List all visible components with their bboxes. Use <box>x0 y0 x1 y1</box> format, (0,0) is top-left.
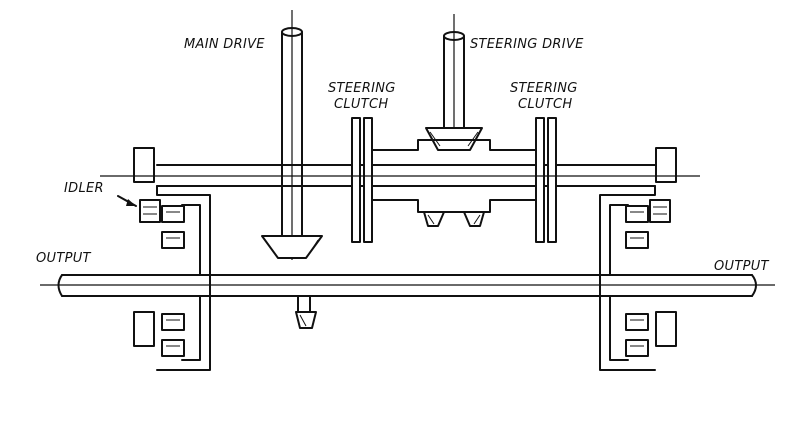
main-drive-shaft <box>261 10 323 260</box>
output-shaft <box>40 274 775 297</box>
main-drive-label: MAIN DRIVE <box>184 37 265 52</box>
idler-label: IDLER <box>64 181 104 196</box>
steering-drive-shaft <box>425 14 483 151</box>
right-planetary <box>599 185 671 371</box>
steering-clutch-left-label-1: STEERING <box>328 81 396 96</box>
output-right-label: OUTPUT <box>714 259 770 274</box>
steering-clutch-right-label-1: STEERING <box>510 81 578 96</box>
casing <box>133 147 677 347</box>
steering-cross-shaft <box>351 117 557 243</box>
steering-clutch-right-label-2: CLUTCH <box>518 97 572 112</box>
steering-clutch-left-label-2: CLUTCH <box>334 97 388 112</box>
output-left-label: OUTPUT <box>36 251 92 266</box>
crown-gear <box>295 295 317 329</box>
left-planetary <box>117 185 211 371</box>
steering-drive-label: STEERING DRIVE <box>470 37 584 52</box>
